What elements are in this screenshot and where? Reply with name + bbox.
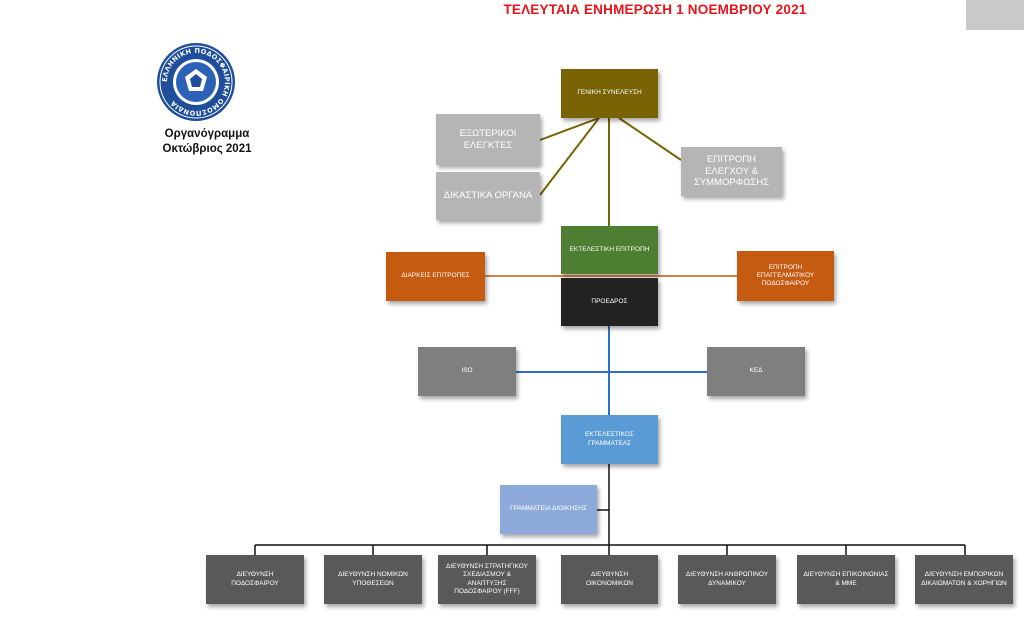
node-executive-committee: ΕΚΤΕΛΕΣΤΙΚΗ ΕΠΙΤΡΟΠΗ <box>561 226 658 274</box>
caption-date: Οκτώβριος 2021 <box>162 143 252 155</box>
directorate-commercial: ΔΙΕΥΘΥΝΣΗ ΕΜΠΟΡΙΚΩΝ ΔΙΚΑΙΩΜΑΤΩΝ & ΧΟΡΗΓΙ… <box>915 555 1013 604</box>
node-judicial-bodies: ΔΙΚΑΣΤΙΚΑ ΟΡΓΑΝΑ <box>436 172 540 220</box>
node-compliance-committee: ΕΠΙΤΡΟΠΗ ΕΛΕΓΧΟΥ & ΣΥΜΜΟΡΦΩΣΗΣ <box>681 147 782 196</box>
update-banner: ΤΕΛΕΥΤΑΙΑ ΕΝΗΜΕΡΩΣΗ 1 ΝΟΕΜΒΡΙΟΥ 2021 <box>503 2 807 17</box>
node-external-auditors: ΕΞΩΤΕΡΙΚΟΙ ΕΛΕΓΚΤΕΣ <box>436 114 540 165</box>
node-general-assembly: ΓΕΝΙΚΗ ΣΥΝΕΛΕΥΣΗ <box>561 69 658 118</box>
directorate-legal: ΔΙΕΥΘΥΝΣΗ ΝΟΜΙΚΩΝ ΥΠΟΘΕΣΕΩΝ <box>324 555 422 604</box>
node-admin-secretariat: ΓΡΑΜΜΑΤΕΙΑ ΔΙΟΙΚΗΣΗΣ <box>500 485 597 534</box>
node-standing-committees: ΔΙΑΡΚΕΙΣ ΕΠΙΤΡΟΠΕΣ <box>386 252 485 301</box>
node-ked: ΚΕΔ <box>707 347 805 396</box>
connector-assembly-compliance <box>618 117 682 161</box>
federation-logo: ΕΛΛΗΝΙΚΗ ΠΟΔΟΣΦΑΙΡΙΚΗ ΟΜΟΣΠΟΝΔΙΑ <box>156 42 236 122</box>
node-secretary-general: ΕΚΤΕΛΕΣΤΙΚΟΣ ΓΡΑΜΜΑΤΕΑΣ <box>561 415 658 464</box>
directorate-finance: ΔΙΕΥΘΥΝΣΗ ΟΙΚΟΝΟΜΙΚΩΝ <box>561 555 658 604</box>
chart-caption: Οργανόγραμμα Οκτώβριος 2021 <box>140 127 274 157</box>
node-president: ΠΡΟΕΔΡΟΣ <box>561 278 658 326</box>
corner-block <box>966 0 1024 30</box>
connector-assembly-judicial <box>539 117 600 196</box>
directorate-strategic-planning: ΔΙΕΥΘΥΝΣΗ ΣΤΡΑΤΗΓΙΚΟΥ ΣΧΕΔΙΑΣΜΟΥ & ΑΝΑΠΤ… <box>438 555 536 604</box>
connector-assembly-auditors <box>539 117 600 141</box>
caption-title: Οργανόγραμμα <box>164 128 250 140</box>
directorate-communications: ΔΙΕΥΘΥΝΣΗ ΕΠΙΚΟΙΝΩΝΙΑΣ & ΜΜΕ <box>797 555 895 604</box>
node-iso: ISO <box>418 347 516 396</box>
directorate-human-resources: ΔΙΕΥΘΥΝΣΗ ΑΝΘΡΩΠΙΝΟΥ ΔΥΝΑΜΙΚΟΥ <box>678 555 776 604</box>
directorate-football: ΔΙΕΥΘΥΝΣΗ ΠΟΔΟΣΦΑΙΡΟΥ <box>206 555 304 604</box>
node-professional-football-committee: ΕΠΙΤΡΟΠΗ ΕΠΑΓΓΕΛΜΑΤΙΚΟΥ ΠΟΔΟΣΦΑΙΡΟΥ <box>737 251 834 301</box>
